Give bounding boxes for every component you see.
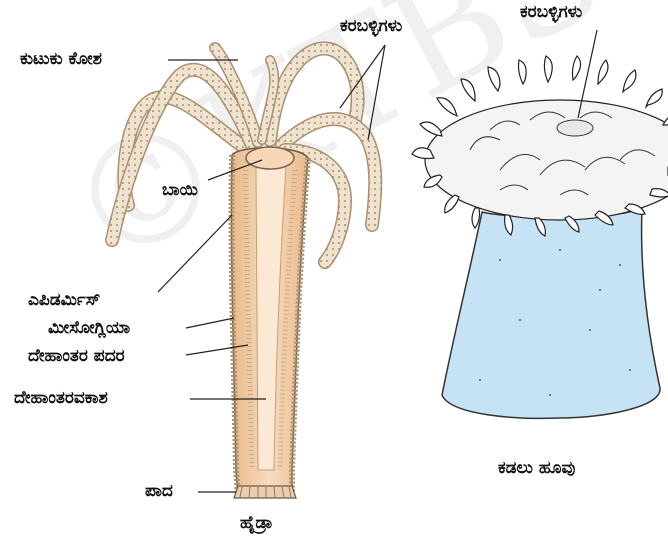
hydra	[112, 48, 375, 498]
label-gastrovascular-cavity: ದೇಹಾಂತರವಕಾಶ	[14, 390, 108, 407]
label-tentacles-hydra: ಕರಬಳ್ಳಿಗಳು	[340, 18, 402, 35]
sea-anemone	[412, 56, 668, 418]
label-foot: ಪಾದ	[145, 483, 173, 500]
hydra-foot	[234, 486, 296, 498]
anemone-column	[442, 208, 660, 418]
label-mesoglea: ಮೀಸೋಗ್ಲಿಯಾ	[48, 320, 130, 337]
label-epidermis: ಎಪಿಡರ್ಮಿಸ್	[28, 292, 100, 309]
hydra-mouth	[246, 147, 294, 169]
leader-mesoglea	[186, 318, 234, 328]
label-tentacles-anemone: ಕರಬಳ್ಳಿಗಳು	[520, 4, 582, 21]
anemone-mouth	[557, 120, 593, 136]
label-mouth: ಬಾಯಿ	[162, 182, 198, 199]
label-nematocyst: ಕುಟುಕು ಕೋಶ	[20, 51, 102, 68]
caption-hydra: ಹೈಡ್ರಾ	[240, 515, 273, 532]
leader-tentacles-hydra-2	[368, 45, 385, 140]
leader-epidermis	[158, 215, 232, 292]
caption-sea-anemone: ಕಡಲು ಹೂವು	[498, 460, 575, 477]
anemone-tentacle-crown	[412, 56, 668, 236]
label-gastrodermis: ದೇಹಾಂತರ ಪದರ	[28, 348, 125, 365]
